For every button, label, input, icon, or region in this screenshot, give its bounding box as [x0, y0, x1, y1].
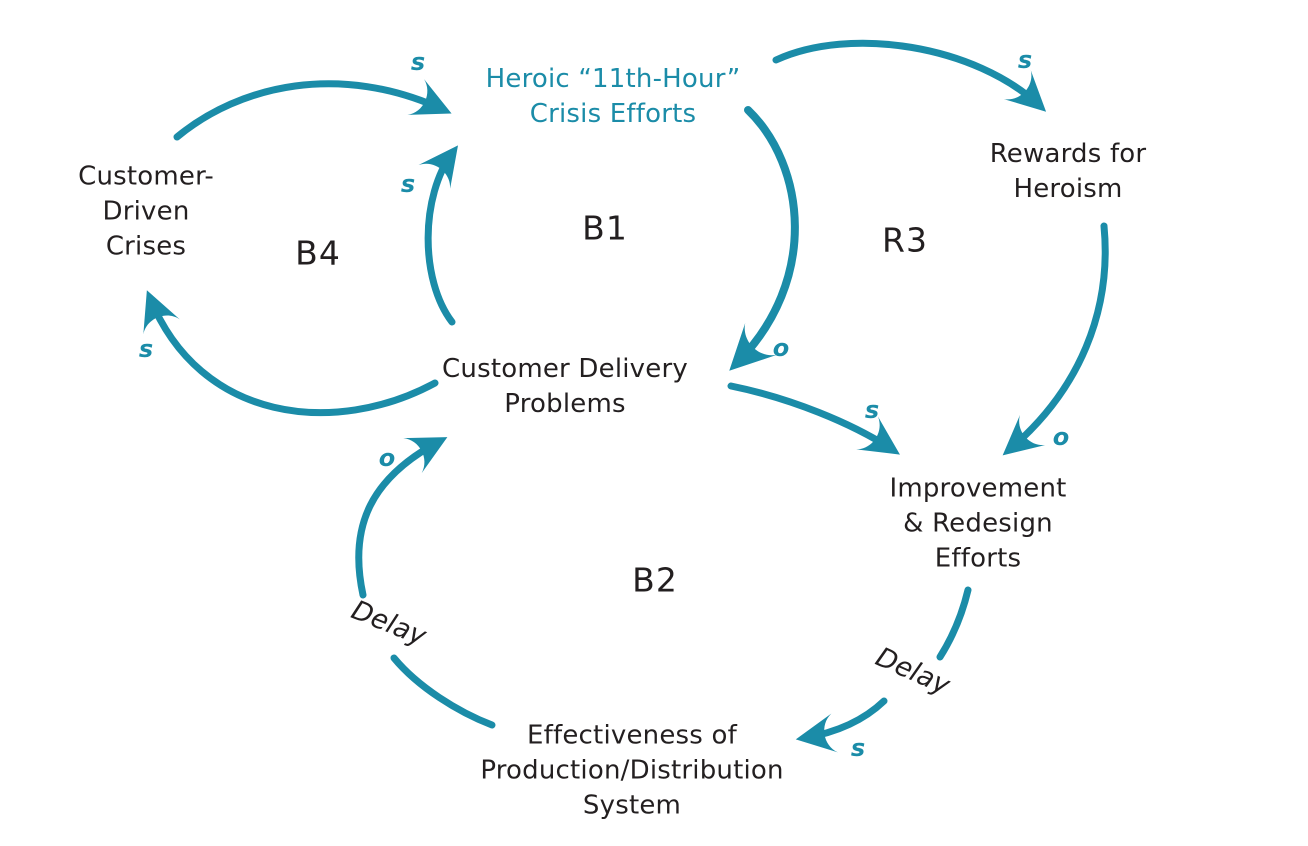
link-rewards-to-improvement — [1002, 222, 1109, 456]
link-heroic-to-delivery — [729, 106, 799, 371]
loop-label-b2: B2 — [632, 560, 678, 600]
link-effectiveness-to-delivery-lower — [390, 654, 496, 729]
polarity-label: s — [864, 396, 880, 424]
polarity-label: o — [772, 334, 790, 362]
node-customer-delivery-problems: Customer Delivery Problems — [442, 354, 688, 419]
polarity-label: s — [400, 170, 416, 198]
node-customer-driven-crises: Customer- Driven Crises — [78, 161, 214, 262]
polarity-label: s — [850, 734, 866, 762]
link-delivery-to-crises — [143, 290, 439, 417]
node-heroic-crisis-efforts: Heroic “11th-Hour” Crisis Efforts — [485, 64, 741, 129]
link-effectiveness-to-delivery-upper — [355, 437, 448, 599]
link-delivery-to-improvement — [727, 382, 900, 455]
link-heroic-to-rewards — [772, 39, 1047, 112]
polarity-label: s — [138, 335, 154, 363]
polarity-label: s — [410, 48, 426, 76]
link-delivery-to-heroic — [418, 145, 458, 326]
node-rewards-for-heroism: Rewards for Heroism — [989, 139, 1147, 204]
polarity-label: s — [1017, 46, 1033, 74]
link-improvement-to-effectiveness-upper — [936, 586, 972, 661]
link-improvement-to-effectiveness-lower — [795, 697, 888, 753]
link-crises-to-heroic — [173, 79, 452, 141]
loop-label-b4: B4 — [295, 233, 341, 273]
loop-label-r3: R3 — [882, 220, 928, 260]
polarity-label: o — [378, 444, 396, 472]
node-improvement-redesign-efforts: Improvement & Redesign Efforts — [889, 473, 1067, 574]
loop-label-b1: B1 — [582, 208, 628, 248]
node-effectiveness-production-distribution: Effectiveness of Production/Distribution… — [480, 720, 784, 821]
polarity-label: o — [1052, 423, 1070, 451]
